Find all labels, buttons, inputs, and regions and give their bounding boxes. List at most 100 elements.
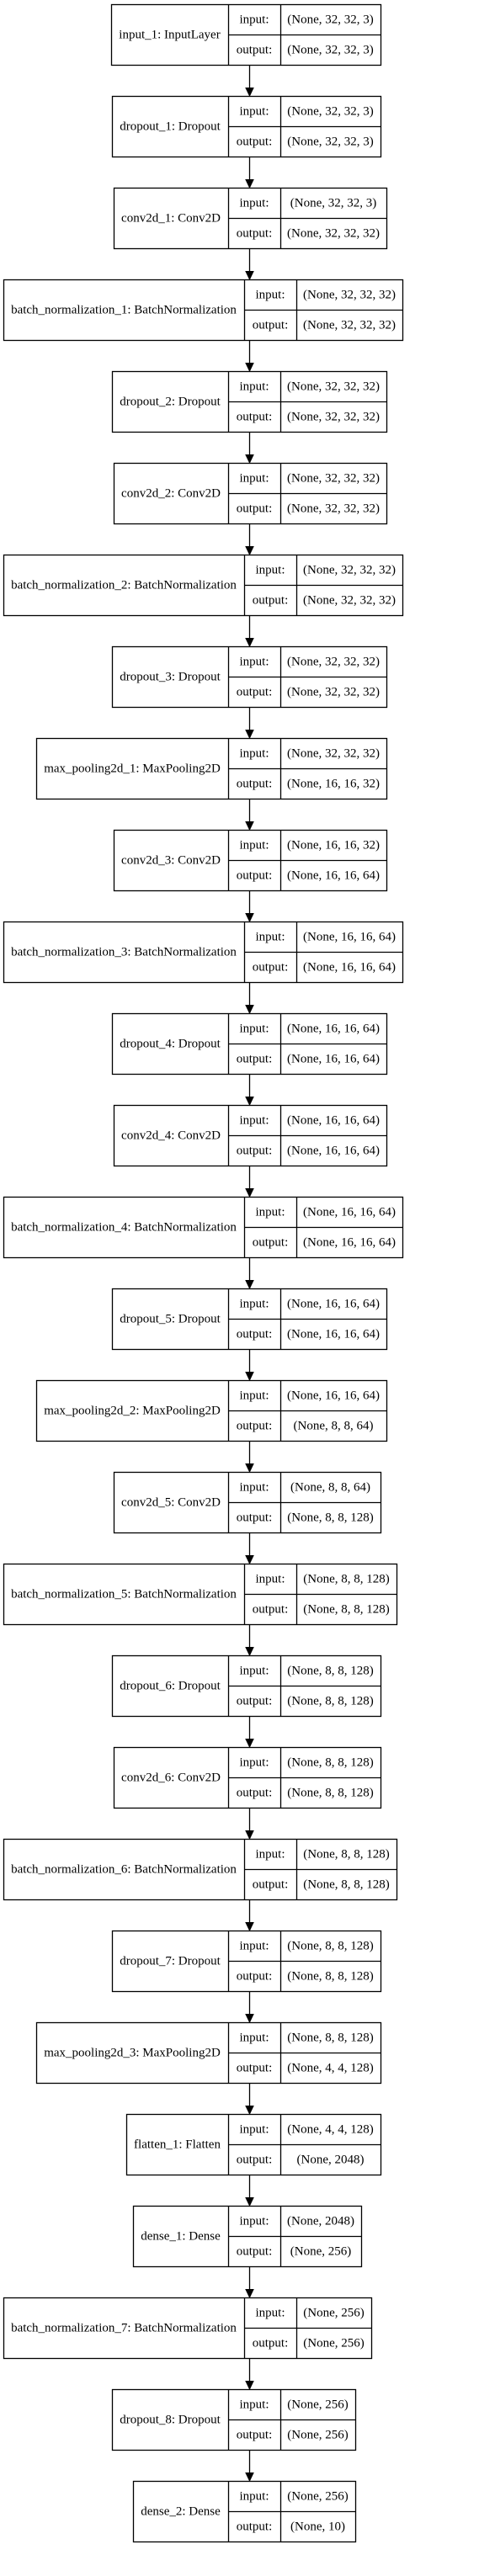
input-label: input: (255, 1572, 285, 1585)
flow-arrow (245, 433, 254, 465)
output-shape: (None, 10) (290, 2520, 345, 2533)
arrowhead-icon (245, 2289, 254, 2299)
output-label: output: (237, 1694, 273, 1708)
output-label: output: (237, 777, 273, 790)
input-label: input: (255, 563, 285, 576)
output-shape: (None, 32, 32, 3) (287, 135, 373, 148)
layer-node: max_pooling2d_3: MaxPooling2Dinput:outpu… (35, 2021, 382, 2085)
input-label: input: (255, 1847, 285, 1861)
arrowhead-icon (245, 271, 254, 281)
layer-name: batch_normalization_4: BatchNormalizatio… (11, 1220, 237, 1234)
arrowhead-icon (245, 546, 254, 556)
input-label: input: (239, 1297, 269, 1310)
layer-node: batch_normalization_5: BatchNormalizatio… (3, 1563, 398, 1626)
input-shape: (None, 256) (303, 2306, 364, 2319)
layer-node: max_pooling2d_2: MaxPooling2Dinput:outpu… (35, 1379, 388, 1442)
flow-arrow (245, 341, 254, 373)
output-shape: (None, 8, 8, 128) (287, 1694, 373, 1708)
arrowhead-icon (245, 638, 254, 648)
layer-name: input_1: InputLayer (119, 28, 220, 41)
output-label: output: (237, 1969, 273, 1983)
output-shape: (None, 16, 16, 64) (287, 1052, 380, 1065)
layer-name: dropout_4: Dropout (120, 1037, 221, 1050)
arrowhead-icon (245, 1005, 254, 1015)
input-label: input: (239, 380, 269, 393)
output-label: output: (237, 410, 273, 423)
layer-name: dropout_8: Dropout (120, 2413, 221, 2426)
flow-arrow (245, 524, 254, 556)
output-label: output: (237, 502, 273, 515)
output-shape: (None, 8, 8, 128) (303, 1878, 389, 1891)
input-shape: (None, 32, 32, 3) (290, 196, 376, 210)
arrowhead-icon (245, 179, 254, 189)
layer-node: batch_normalization_2: BatchNormalizatio… (3, 554, 404, 617)
layer-name: conv2d_5: Conv2D (121, 1495, 221, 1509)
input-label: input: (239, 104, 269, 118)
output-shape: (None, 8, 8, 64) (294, 1419, 374, 1432)
arrowhead-icon (245, 1280, 254, 1290)
layer-name: dropout_3: Dropout (120, 670, 221, 683)
arrowhead-icon (245, 2014, 254, 2024)
layer-name: batch_normalization_6: BatchNormalizatio… (11, 1862, 237, 1876)
input-label: input: (239, 746, 269, 760)
output-label: output: (237, 1786, 273, 1799)
output-shape: (None, 32, 32, 32) (303, 593, 396, 607)
flow-arrow (245, 1992, 254, 2024)
input-shape: (None, 4, 4, 128) (287, 2122, 373, 2136)
input-shape: (None, 16, 16, 64) (287, 1297, 380, 1310)
output-label: output: (237, 1327, 273, 1341)
input-label: input: (239, 1480, 269, 1494)
output-shape: (None, 32, 32, 3) (287, 43, 373, 56)
input-label: input: (255, 930, 285, 943)
output-shape: (None, 16, 16, 64) (303, 1235, 396, 1249)
output-label: output: (237, 1419, 273, 1432)
layer-name: batch_normalization_2: BatchNormalizatio… (11, 578, 237, 592)
flow-arrow (245, 1166, 254, 1198)
output-label: output: (237, 1511, 273, 1524)
arrowhead-icon (245, 1188, 254, 1198)
output-shape: (None, 8, 8, 128) (303, 1602, 389, 1616)
output-label: output: (253, 1878, 289, 1891)
output-label: output: (253, 318, 289, 332)
input-shape: (None, 32, 32, 32) (303, 288, 396, 301)
layer-name: max_pooling2d_1: MaxPooling2D (44, 762, 221, 775)
layer-name: dense_2: Dense (141, 2504, 221, 2518)
layer-node: batch_normalization_3: BatchNormalizatio… (3, 921, 404, 984)
arrowhead-icon (245, 2472, 254, 2483)
input-label: input: (239, 838, 269, 852)
flow-arrow (245, 1442, 254, 1474)
input-shape: (None, 32, 32, 3) (287, 13, 373, 26)
arrowhead-icon (245, 730, 254, 740)
layer-name: batch_normalization_7: BatchNormalizatio… (11, 2321, 237, 2334)
output-label: output: (237, 868, 273, 882)
input-label: input: (239, 2489, 269, 2503)
layer-name: conv2d_2: Conv2D (121, 486, 221, 500)
layer-name: conv2d_3: Conv2D (121, 853, 221, 867)
input-shape: (None, 32, 32, 3) (287, 104, 373, 118)
layer-node: max_pooling2d_1: MaxPooling2D input: outpu… (35, 737, 388, 800)
input-shape: (None, 8, 8, 128) (287, 2031, 373, 2044)
arrowhead-icon (245, 454, 254, 465)
input-shape: (None, 8, 8, 128) (303, 1572, 389, 1585)
layer-name: max_pooling2d_3: MaxPooling2D (44, 2046, 221, 2059)
arrowhead-icon (245, 1830, 254, 1840)
flow-arrow (245, 66, 254, 98)
flow-arrow (245, 708, 254, 740)
arrowhead-icon (245, 1463, 254, 1474)
input-shape: (None, 8, 8, 128) (303, 1847, 389, 1861)
flow-arrow (245, 1625, 254, 1657)
arrowhead-icon (245, 1739, 254, 1749)
output-shape: (None, 32, 32, 32) (303, 318, 396, 332)
flow-arrow (245, 1350, 254, 1382)
arrowhead-icon (245, 2381, 254, 2391)
